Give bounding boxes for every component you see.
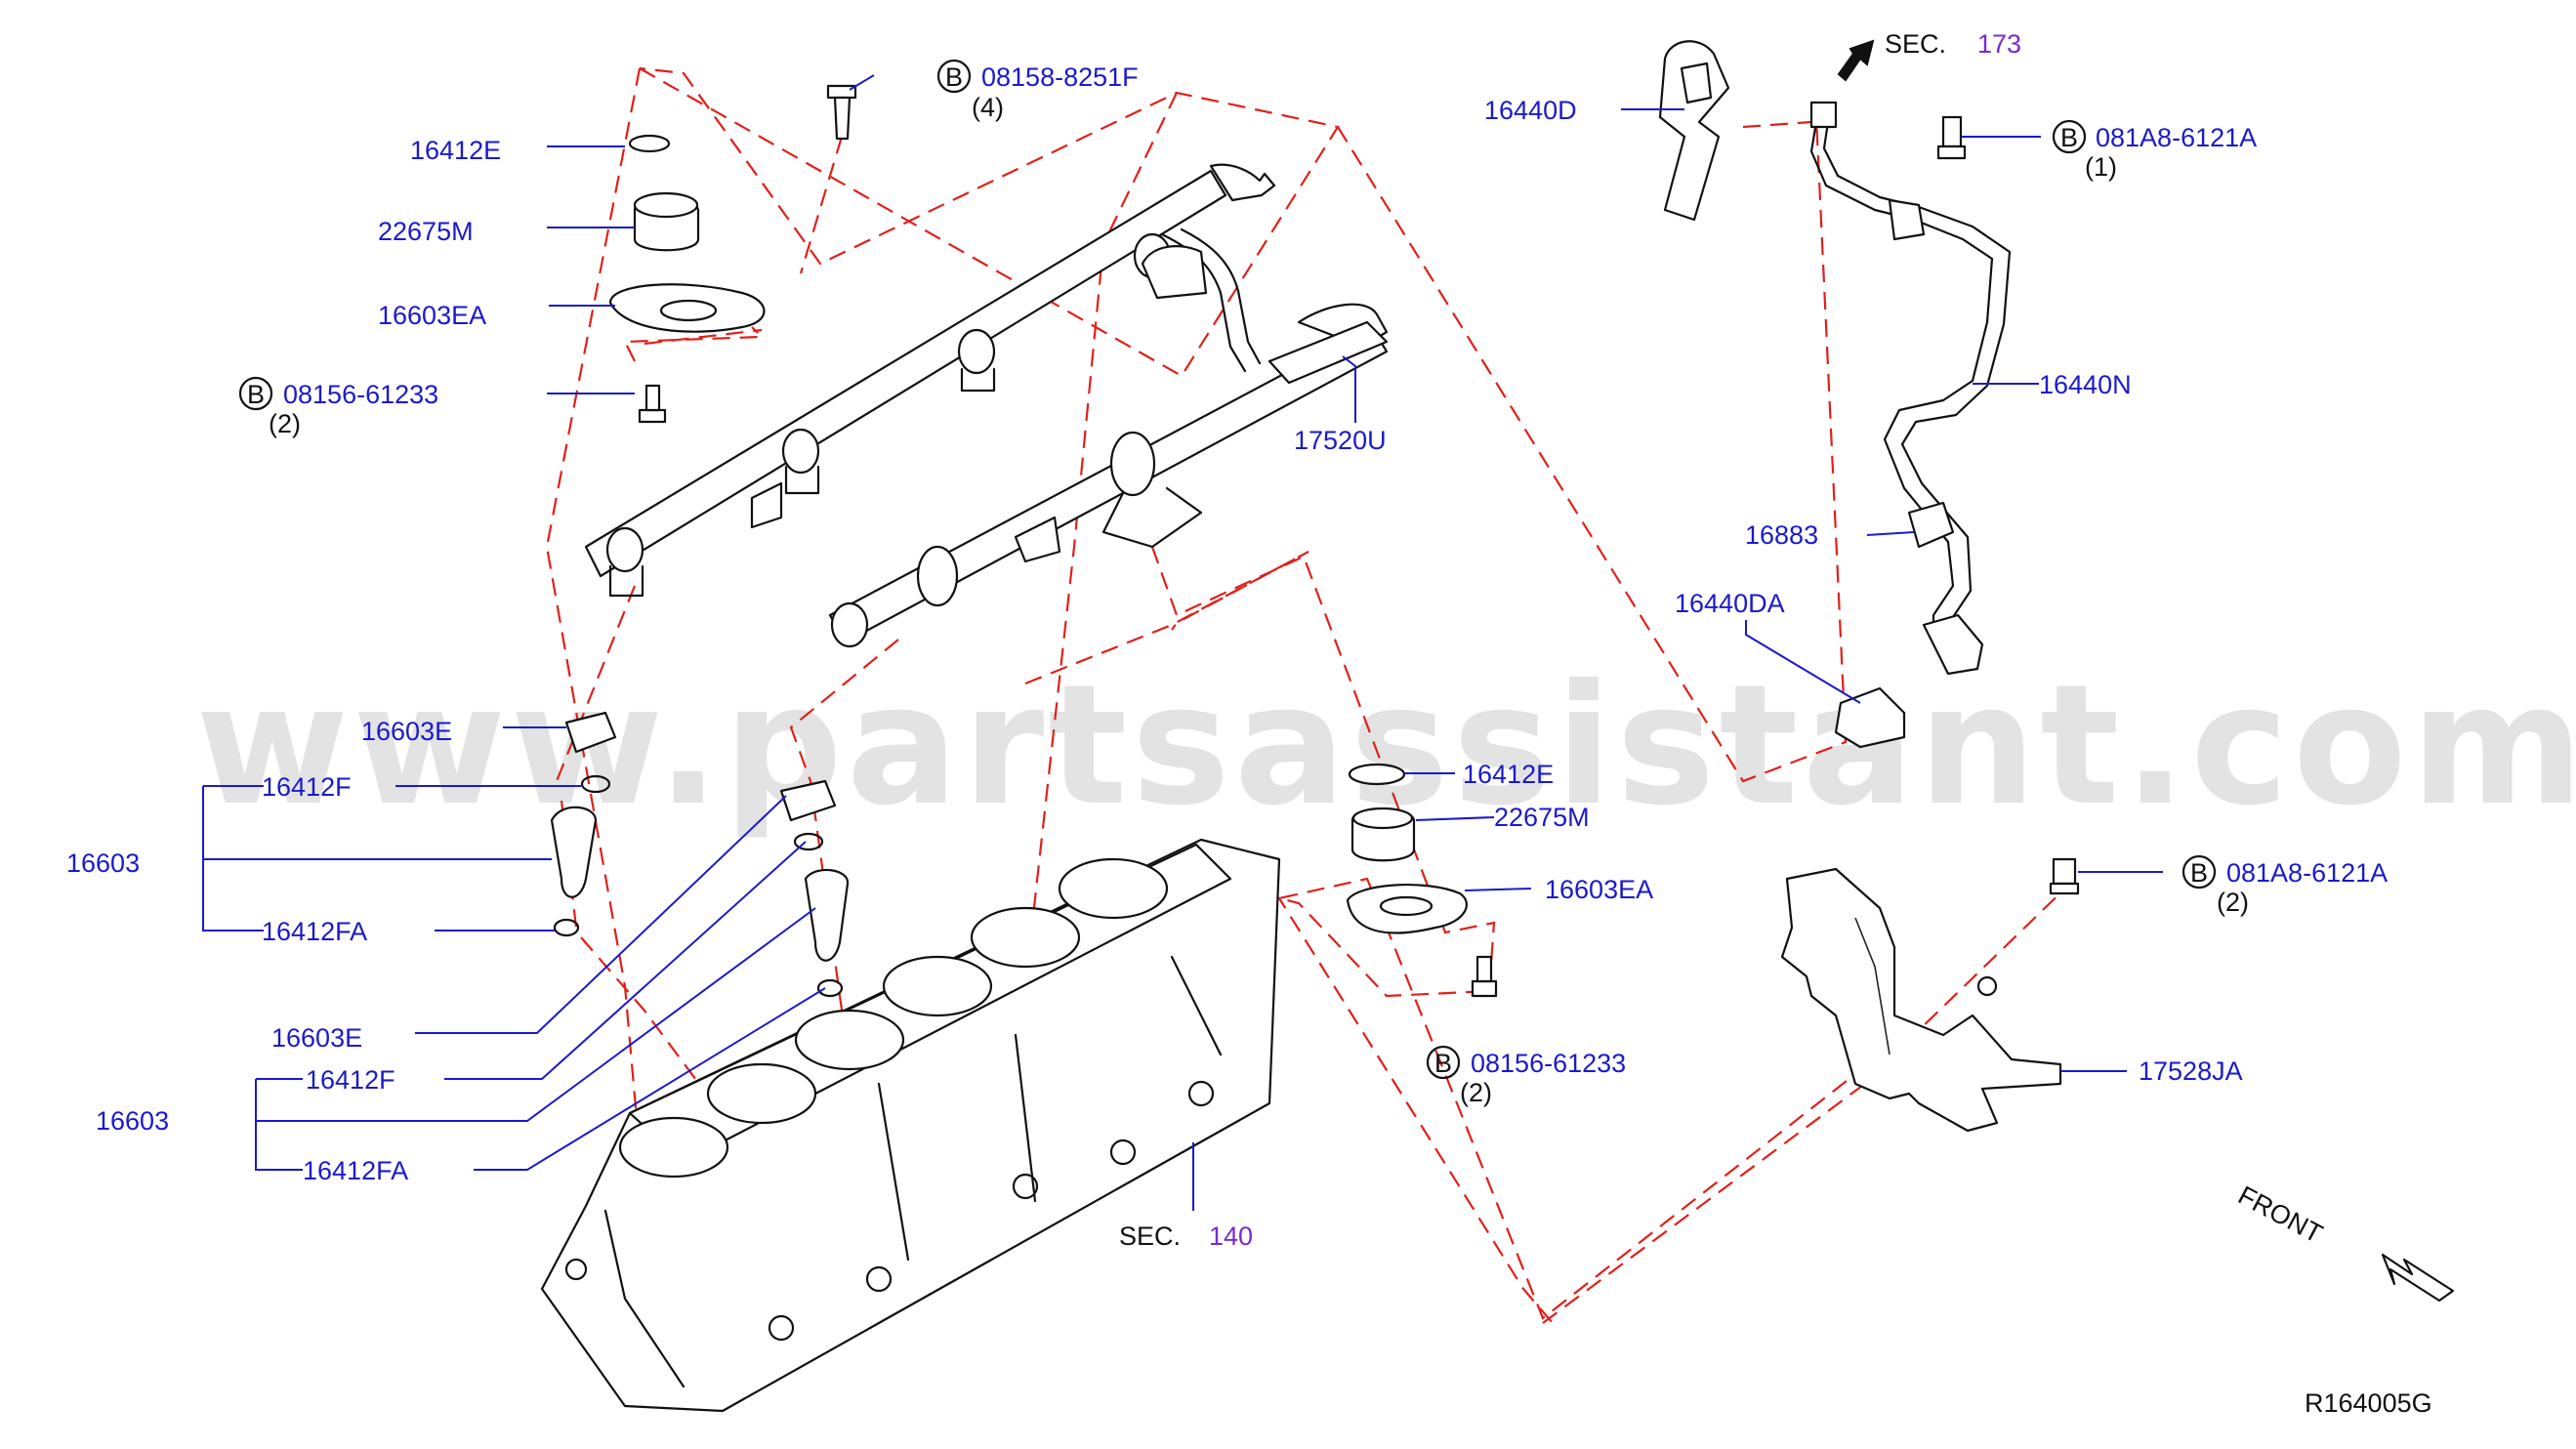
front-label: FRONT: [2233, 1180, 2327, 1249]
bolt-marker: B: [2190, 858, 2208, 888]
fuel-rail-assembly: [584, 163, 1389, 648]
part-label: 16440N: [2039, 370, 2132, 399]
bolt-quantity: (2): [2217, 888, 2249, 917]
part-label: 16603E: [361, 717, 452, 746]
bolt-part-number: 08156-61233: [283, 380, 438, 409]
part-label: 16603EA: [378, 301, 486, 330]
bolt-quantity: (4): [972, 93, 1004, 122]
part-label: 16440DA: [1675, 589, 1785, 618]
part-label: 22675M: [378, 217, 474, 246]
leader-lines: [202, 74, 2163, 1211]
intake-manifold: [540, 838, 1281, 1413]
bolt-icon: [2049, 857, 2080, 895]
bolt-icon: [1936, 115, 1967, 160]
section-ref-prefix: SEC.: [1885, 29, 1946, 59]
bolt-icon: [1471, 955, 1498, 998]
pressure-regulator-left: [608, 134, 766, 333]
bolt-quantity: (2): [1460, 1078, 1492, 1107]
part-label: 16412F: [262, 772, 352, 802]
part-label: 22675M: [1494, 803, 1590, 832]
bolt-icon: [638, 384, 667, 424]
part-label: 16412F: [306, 1065, 395, 1095]
part-label: 16883: [1745, 520, 1818, 550]
diagram-code: R164005G: [2305, 1388, 2432, 1418]
bolt-icons: [638, 84, 2080, 998]
front-arrow-icon: [2381, 1253, 2455, 1303]
section-ref-number: 173: [1977, 29, 2021, 59]
part-labels: 16412E 22675M 16603EA 16603E 16412F 1660…: [66, 96, 2243, 1185]
fuel-hose-assembly: [1267, 40, 2012, 749]
bolt-part-number: 08156-61233: [1471, 1049, 1626, 1078]
bolt-marker: B: [945, 62, 963, 92]
bracket-17528JA: [1780, 867, 2062, 1133]
bolt-marker: B: [1434, 1049, 1452, 1078]
bolt-part-number: 08158-8251F: [981, 62, 1139, 92]
up-arrow-icon: [1837, 39, 1875, 82]
injector-group-1: [550, 711, 617, 937]
section-ref-prefix: SEC.: [1119, 1221, 1181, 1251]
bolt-part-number: 081A8-6121A: [2096, 123, 2257, 152]
section-ref-number: 140: [1209, 1221, 1253, 1251]
bolt-quantity: (2): [269, 409, 301, 438]
injector-group-2: [779, 779, 850, 998]
part-label: 16412E: [410, 136, 501, 165]
part-label: 17528JA: [2139, 1056, 2243, 1086]
pressure-regulator-right: [1346, 763, 1468, 934]
bolt-marker: B: [2060, 123, 2078, 152]
bolt-callouts: B 08158-8251F (4) B 08156-61233 (2) B 08…: [247, 62, 2388, 1107]
part-label: 16412E: [1463, 760, 1554, 789]
part-label: 17520U: [1294, 426, 1387, 455]
section-refs: SEC. 173 SEC. 140: [1119, 29, 2021, 1251]
bolt-part-number: 081A8-6121A: [2226, 858, 2388, 888]
b-markers: [238, 59, 2217, 1080]
part-label: 16603E: [271, 1023, 362, 1053]
part-label: 16440D: [1484, 96, 1577, 125]
bolt-icon: [826, 84, 857, 141]
part-label: 16412FA: [303, 1156, 408, 1185]
bolt-marker: B: [247, 380, 265, 409]
part-label: 16603EA: [1545, 875, 1653, 904]
part-label: 16603: [96, 1106, 169, 1136]
bolt-quantity: (1): [2085, 152, 2117, 182]
part-label: 16603: [66, 849, 140, 878]
part-label: 16412FA: [262, 917, 367, 946]
